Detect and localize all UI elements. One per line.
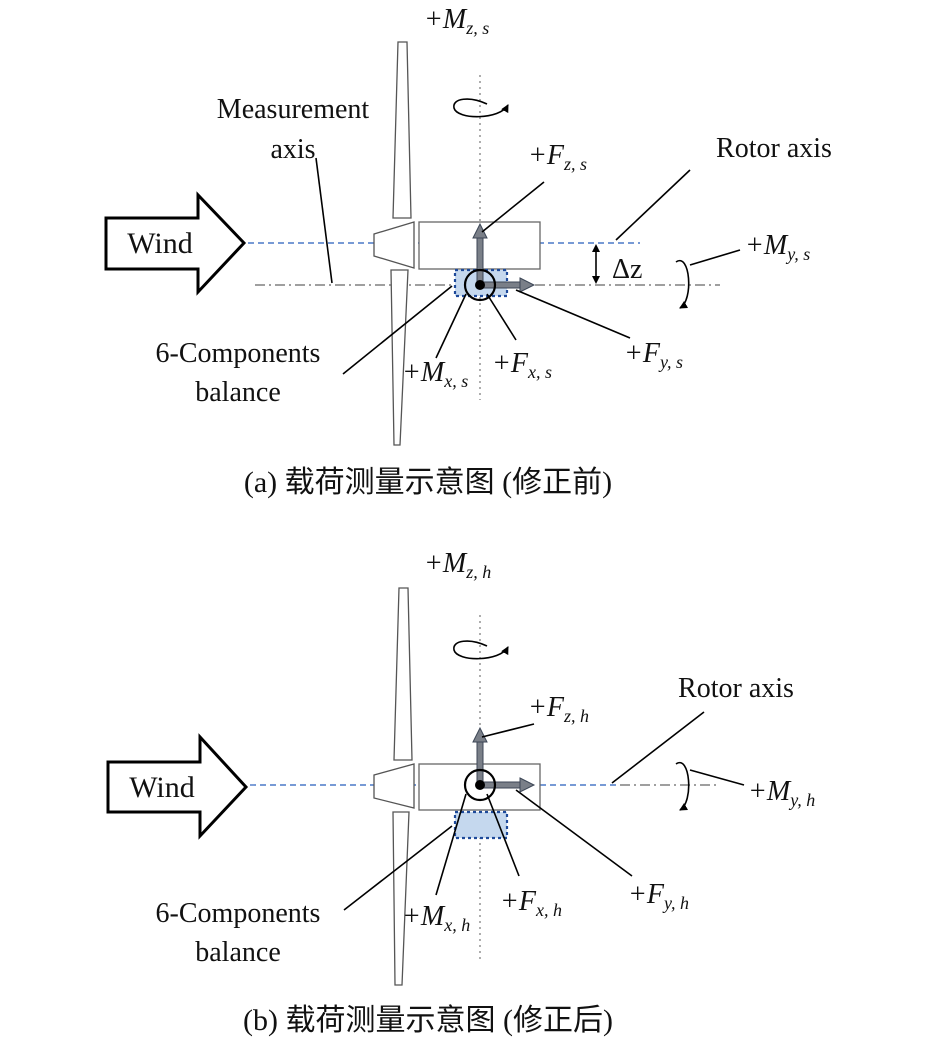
fz-arrow-shaft-b <box>476 739 484 786</box>
mz-sub-a: z, s <box>465 18 489 38</box>
fx-sub-a: x, s <box>527 362 552 382</box>
fx-dot-icon-a <box>475 280 485 290</box>
mx-main-a: +M <box>402 357 446 388</box>
blade-top-b <box>393 587 413 761</box>
fx-main-a: +F <box>492 348 529 379</box>
wind-arrow-b <box>106 733 249 840</box>
rotor-axis-label-b: Rotor axis <box>678 673 794 704</box>
balance-label2-b: balance <box>195 937 281 968</box>
leader-fy-a <box>515 289 631 339</box>
fz-label-b: +Fz, h <box>528 692 589 726</box>
caption-a: (a) 载荷测量示意图 (修正前) <box>244 466 612 499</box>
leader-fx-a <box>486 293 517 341</box>
diagram-a: Wind Measurement axis Rotor axis 6-Compo… <box>104 4 832 499</box>
fz-arrow-shaft-a <box>476 235 484 285</box>
leader-balance-b <box>343 825 453 911</box>
delta-z-arrow-up-a <box>592 244 600 252</box>
mz-main-b: +M <box>424 548 468 579</box>
leader-balance-a <box>342 285 453 375</box>
my-rotation-icon-a <box>675 259 690 309</box>
fy-arrow-head-a <box>519 277 536 293</box>
fz-main-a: +F <box>528 140 565 171</box>
my-sub-b: y, h <box>788 790 815 810</box>
fy-label-b: +Fy, h <box>628 879 689 913</box>
fx-label-a: +Fx, s <box>492 348 552 382</box>
balance-label2-a: balance <box>195 377 281 408</box>
mz-main-a: +M <box>424 4 468 35</box>
diagram-b: Wind Rotor axis 6-Components balance +Mz… <box>106 548 815 1037</box>
leader-my-a <box>689 249 741 266</box>
mx-label-a: +Mx, s <box>402 357 468 391</box>
fy-main-b: +F <box>628 879 665 910</box>
mx-sub-a: x, s <box>443 371 468 391</box>
balance-label-b: 6-Components <box>156 898 321 929</box>
fz-sub-b: z, h <box>563 706 589 726</box>
measurement-axis-label2-a: axis <box>270 134 315 165</box>
fz-label-a: +Fz, s <box>528 140 587 174</box>
wind-label-a: Wind <box>127 227 192 260</box>
fx-dot-icon-b <box>475 780 485 790</box>
my-label-b: +My, h <box>748 776 815 810</box>
leader-rotor-axis-b <box>611 711 705 784</box>
mz-rotation-icon-a <box>453 98 509 118</box>
mz-sub-b: z, h <box>465 562 491 582</box>
fy-arrow-head-b <box>519 777 536 793</box>
leader-fz-b <box>481 723 535 738</box>
leader-mx-a <box>435 293 467 359</box>
hub-a <box>373 221 415 269</box>
blade-top-a <box>392 41 412 219</box>
leader-measurement-axis-a <box>315 157 333 284</box>
leader-mx-b <box>435 793 467 896</box>
blade-bottom-a <box>390 269 409 446</box>
fz-main-b: +F <box>528 692 565 723</box>
my-main-a: +M <box>745 230 789 261</box>
fx-main-b: +F <box>500 886 537 917</box>
fz-sub-a: z, s <box>563 154 587 174</box>
blade-bottom-b <box>392 811 410 986</box>
leader-my-b <box>689 769 745 786</box>
delta-z-label-a: Δz <box>612 254 642 285</box>
balance-label-a: 6-Components <box>156 338 321 369</box>
fy-sub-a: y, s <box>658 352 683 372</box>
my-label-a: +My, s <box>745 230 810 264</box>
leader-rotor-axis-a <box>615 169 691 241</box>
caption-b: (b) 载荷测量示意图 (修正后) <box>243 1004 613 1037</box>
rotor-axis-label-a: Rotor axis <box>716 133 832 164</box>
fx-label-b: +Fx, h <box>500 886 562 920</box>
mx-rotation-icon-b <box>463 768 497 802</box>
fx-sub-b: x, h <box>535 900 562 920</box>
fy-sub-b: y, h <box>662 893 689 913</box>
mx-label-b: +Mx, h <box>402 901 470 935</box>
my-sub-a: y, s <box>785 244 810 264</box>
fy-main-a: +F <box>624 338 661 369</box>
fy-label-a: +Fy, s <box>624 338 683 372</box>
mx-sub-b: x, h <box>443 915 470 935</box>
delta-z-arrow-down-a <box>592 276 600 284</box>
leader-fx-b <box>486 793 520 877</box>
mx-main-b: +M <box>402 901 446 932</box>
mz-rotation-icon-b <box>453 640 509 660</box>
fy-arrow-shaft-a <box>481 281 523 289</box>
mz-label-b: +Mz, h <box>424 548 491 582</box>
mx-rotation-icon-a <box>463 268 497 302</box>
wind-arrow-a <box>104 191 247 296</box>
my-rotation-icon-b <box>675 761 690 811</box>
wind-label-b: Wind <box>129 771 194 804</box>
my-main-b: +M <box>748 776 792 807</box>
measurement-axis-label-a: Measurement <box>217 94 370 125</box>
fy-arrow-shaft-b <box>481 781 523 789</box>
leader-fz-a <box>481 181 545 233</box>
fz-arrow-head-b <box>472 726 488 743</box>
leader-fy-b <box>515 789 633 877</box>
mz-label-a: +Mz, s <box>424 4 489 38</box>
hub-b <box>373 763 415 809</box>
